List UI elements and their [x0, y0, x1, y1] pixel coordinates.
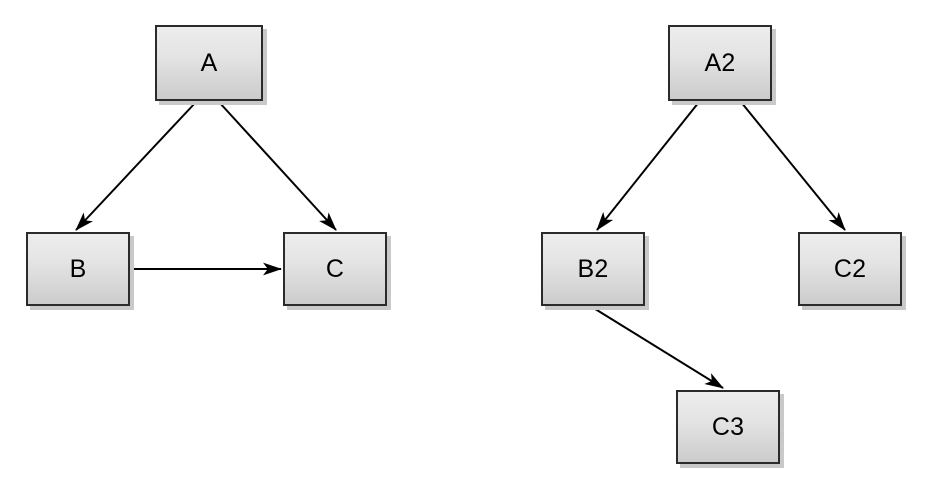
- node-label: A: [200, 48, 218, 77]
- node-label: C2: [833, 254, 867, 283]
- edge-a-to-c: [218, 101, 337, 231]
- node-c2[interactable]: C2: [798, 232, 902, 306]
- node-label: B: [69, 254, 87, 283]
- node-c3[interactable]: C3: [676, 390, 780, 464]
- node-c[interactable]: C: [283, 232, 387, 306]
- edge-b2-to-c3: [591, 306, 724, 389]
- edge-a2-to-c2: [740, 101, 846, 231]
- edge-a-to-b: [75, 101, 197, 231]
- node-a[interactable]: A: [155, 25, 263, 101]
- node-b[interactable]: B: [26, 232, 130, 306]
- node-label: B2: [577, 254, 609, 283]
- node-b2[interactable]: B2: [541, 232, 645, 306]
- node-a2[interactable]: A2: [668, 25, 772, 101]
- node-label: C: [325, 254, 345, 283]
- edge-a2-to-b2: [596, 101, 700, 231]
- node-label: C3: [711, 412, 745, 441]
- node-label: A2: [704, 48, 736, 77]
